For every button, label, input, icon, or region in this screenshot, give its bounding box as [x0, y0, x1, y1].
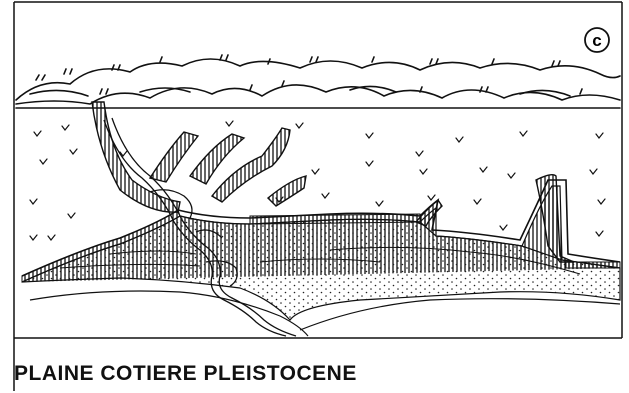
figure-frame	[14, 2, 622, 391]
background-hills	[16, 55, 620, 108]
figure-caption: PLAINE COTIERE PLEISTOCENE	[14, 362, 357, 386]
panel-label-circle: c	[585, 28, 609, 52]
panel-label: c	[592, 31, 601, 50]
